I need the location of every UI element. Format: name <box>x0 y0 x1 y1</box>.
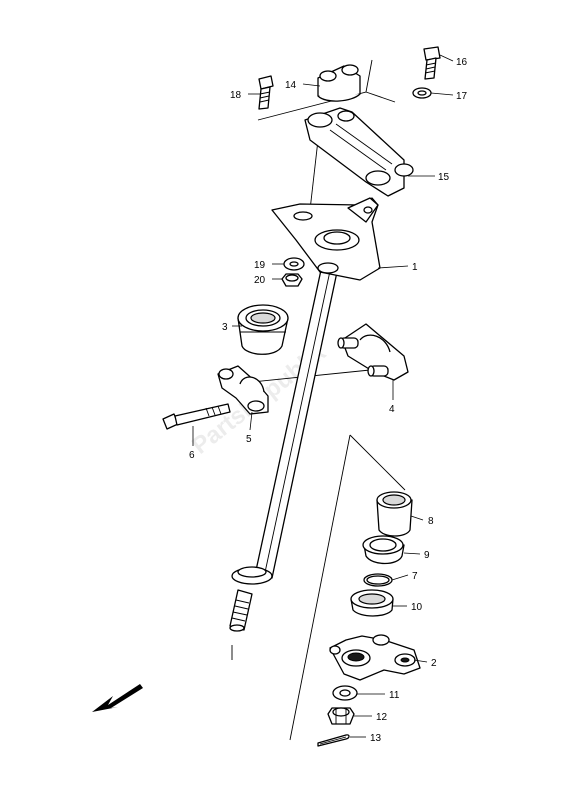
handlebar-clamp-lower[interactable] <box>304 107 414 197</box>
oil-seal-lower[interactable] <box>350 589 394 617</box>
steering-shaft[interactable] <box>229 197 381 632</box>
bush[interactable] <box>376 491 413 537</box>
cotter-pin-13[interactable] <box>317 734 350 747</box>
callout-6: 6 <box>189 450 195 461</box>
callout-labels: 16 17 18 14 15 1 19 20 3 4 5 6 8 9 7 10 … <box>189 57 468 744</box>
callout-9: 9 <box>424 550 430 561</box>
callout-1: 1 <box>412 262 418 273</box>
steering-arm[interactable] <box>329 634 421 681</box>
callout-18: 18 <box>230 90 242 101</box>
bolt-6[interactable] <box>162 403 231 430</box>
callout-11: 11 <box>389 690 400 701</box>
callout-3: 3 <box>222 322 228 333</box>
callout-19: 19 <box>254 260 266 271</box>
callout-5: 5 <box>246 434 252 445</box>
callout-7: 7 <box>412 571 418 582</box>
washer-11[interactable] <box>332 685 358 701</box>
shaft-bush-holder[interactable] <box>237 304 289 355</box>
shaft-holder-front[interactable] <box>217 365 269 415</box>
castle-nut-12[interactable] <box>327 707 355 725</box>
callout-16: 16 <box>456 57 468 68</box>
callout-12: 12 <box>376 712 388 723</box>
handlebar-clamp-upper[interactable] <box>317 64 361 102</box>
arrow-down-left-icon <box>92 684 143 712</box>
oil-seal[interactable] <box>362 535 405 565</box>
callout-20: 20 <box>254 275 266 286</box>
callout-14: 14 <box>285 80 297 91</box>
nut-20[interactable] <box>281 273 303 287</box>
callout-15: 15 <box>438 172 450 183</box>
bolt-16[interactable] <box>423 46 441 80</box>
callout-10: 10 <box>411 602 423 613</box>
washer-17[interactable] <box>412 87 432 99</box>
bolt-18[interactable] <box>258 75 274 110</box>
washer-19[interactable] <box>283 257 305 271</box>
leader-lines <box>192 54 454 738</box>
callout-8: 8 <box>428 516 434 527</box>
shaft-holder-rear[interactable] <box>337 323 409 381</box>
callout-17: 17 <box>456 91 468 102</box>
callout-4: 4 <box>389 404 395 415</box>
circlip[interactable] <box>363 573 393 587</box>
callout-2: 2 <box>431 658 437 669</box>
callout-13: 13 <box>370 733 382 744</box>
